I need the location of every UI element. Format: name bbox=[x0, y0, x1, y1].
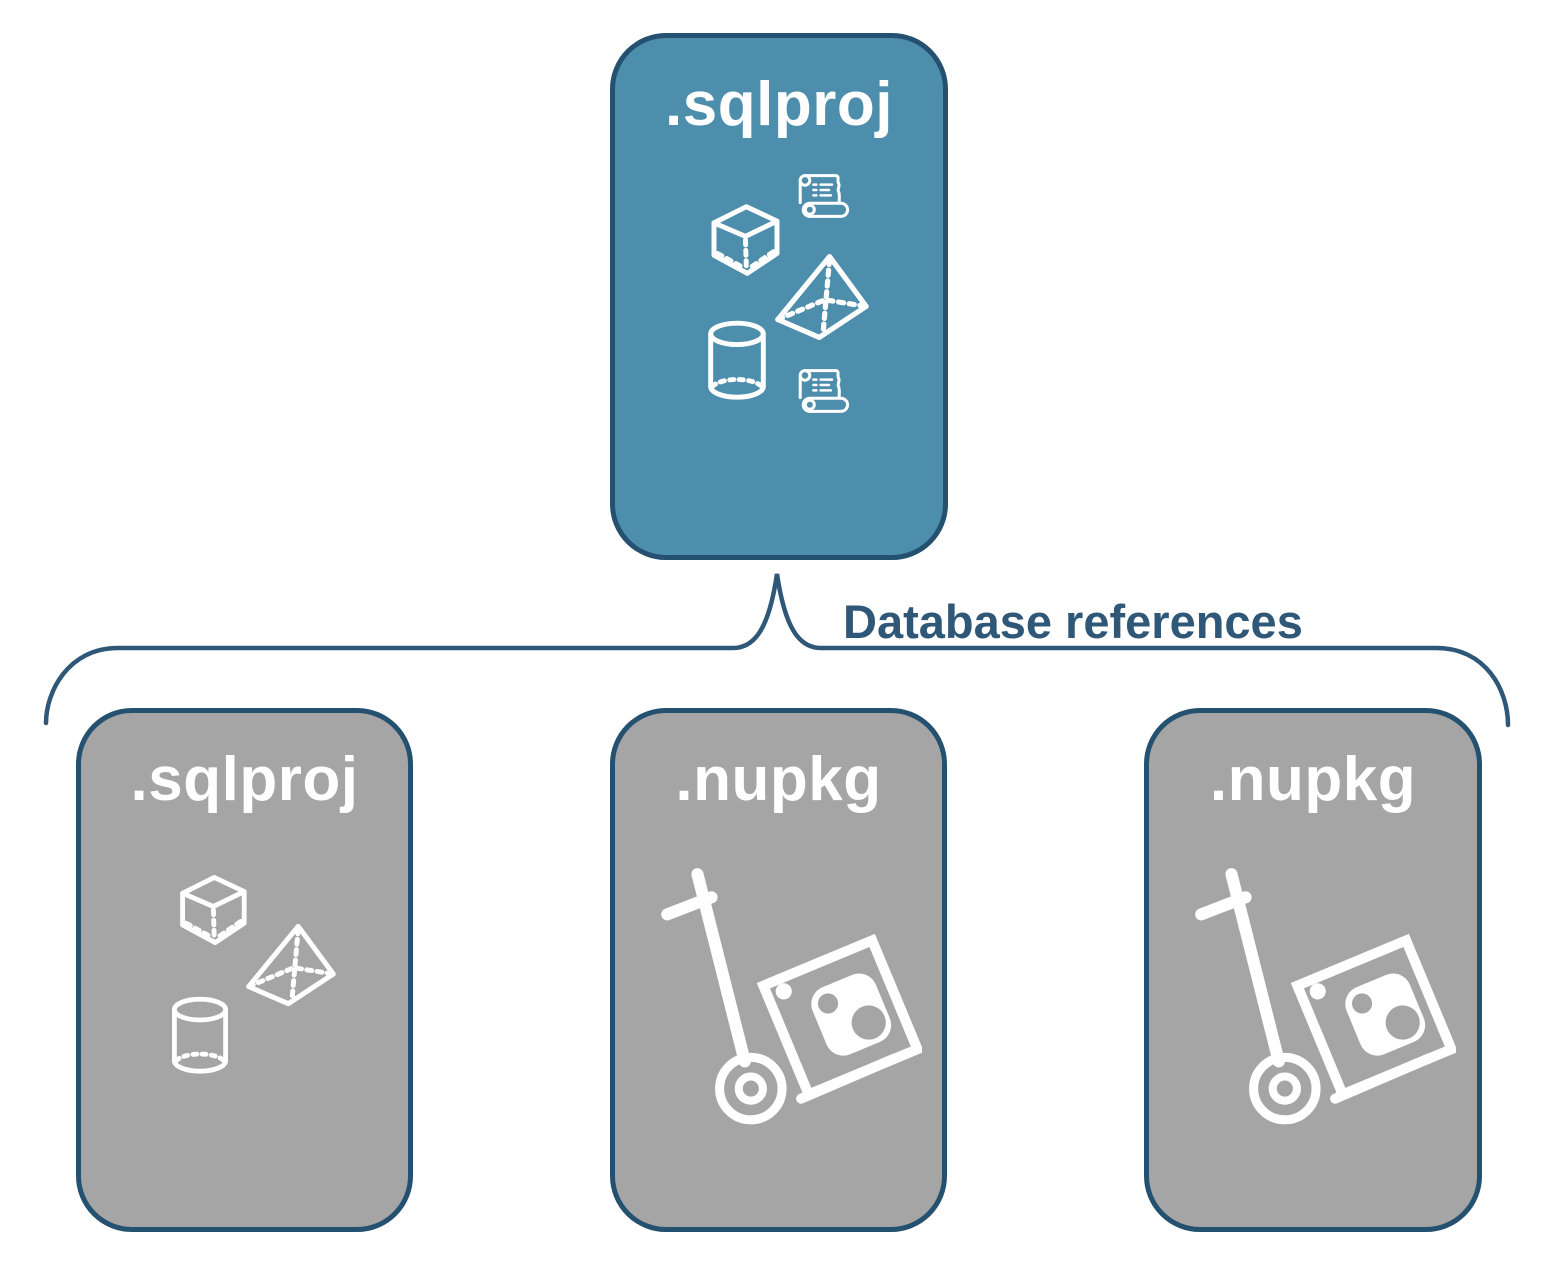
sqlproj-child-node: .sqlproj bbox=[76, 708, 413, 1232]
nupkg-child-node-1: .nupkg bbox=[610, 708, 947, 1232]
pyramid-icon bbox=[241, 920, 341, 1010]
nupkg-child-node-2: .nupkg bbox=[1144, 708, 1482, 1232]
nuget-dolly-icon bbox=[630, 868, 922, 1135]
child-node-label: .nupkg bbox=[1209, 745, 1417, 814]
database-cylinder-icon bbox=[164, 994, 236, 1078]
nuget-dolly-icon bbox=[1164, 868, 1456, 1135]
child-node-label: .nupkg bbox=[675, 745, 882, 814]
parent-node-label: .sqlproj bbox=[665, 70, 893, 139]
sqlproj-parent-node: .sqlproj bbox=[610, 33, 948, 560]
child-node-label: .sqlproj bbox=[130, 745, 359, 814]
database-references-label: Database references bbox=[843, 595, 1303, 648]
